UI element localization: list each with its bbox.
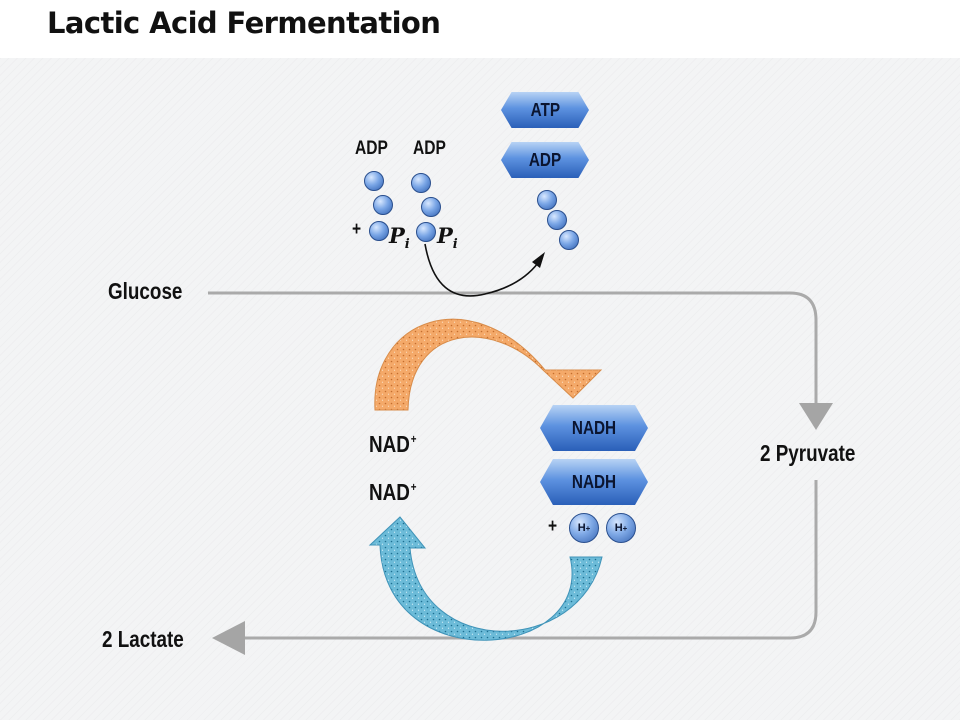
phosphate-ball (369, 221, 389, 241)
phosphate-ball (411, 173, 431, 193)
inorganic-phosphate-label: Pi (389, 223, 410, 253)
glucose-to-pyruvate-line (208, 291, 818, 403)
atp-hexagon: ATP (501, 92, 589, 128)
plus-sign: + (548, 516, 558, 537)
phosphate-ball (559, 230, 579, 250)
nad-label-2: NAD+ (369, 479, 417, 505)
phosphate-ball (364, 171, 384, 191)
lactate-label: 2 Lactate (102, 626, 184, 652)
adp-hexagon: ADP (501, 142, 589, 178)
phosphate-ball (373, 195, 393, 215)
plus-sign: + (352, 219, 362, 240)
phosphate-ball (537, 190, 557, 210)
adp-right-label: ADP (413, 138, 446, 159)
proton-ball: H+ (569, 513, 599, 543)
phosphate-ball (421, 197, 441, 217)
adp-left-label: ADP (355, 138, 388, 159)
pyruvate-to-lactate-line (245, 480, 818, 640)
phosphate-ball (416, 222, 436, 242)
inorganic-phosphate-label: Pi (437, 223, 458, 253)
lactate-arrowhead (212, 621, 245, 655)
blue-arrow (368, 516, 603, 641)
nad-label-1: NAD+ (369, 431, 417, 457)
phosphate-ball (547, 210, 567, 230)
proton-ball: H+ (606, 513, 636, 543)
nadh-hexagon-2: NADH (540, 459, 648, 505)
nadh-hexagon-1: NADH (540, 405, 648, 451)
pyruvate-label: 2 Pyruvate (760, 440, 856, 466)
pyruvate-arrowhead (799, 403, 833, 430)
phosphorylation-arrowhead (532, 252, 545, 268)
glucose-label: Glucose (108, 278, 183, 304)
diagram-background (0, 58, 960, 720)
orange-arrow (374, 318, 603, 411)
phosphorylation-arrow (424, 243, 539, 297)
page-title: Lactic Acid Fermentation (47, 6, 441, 40)
